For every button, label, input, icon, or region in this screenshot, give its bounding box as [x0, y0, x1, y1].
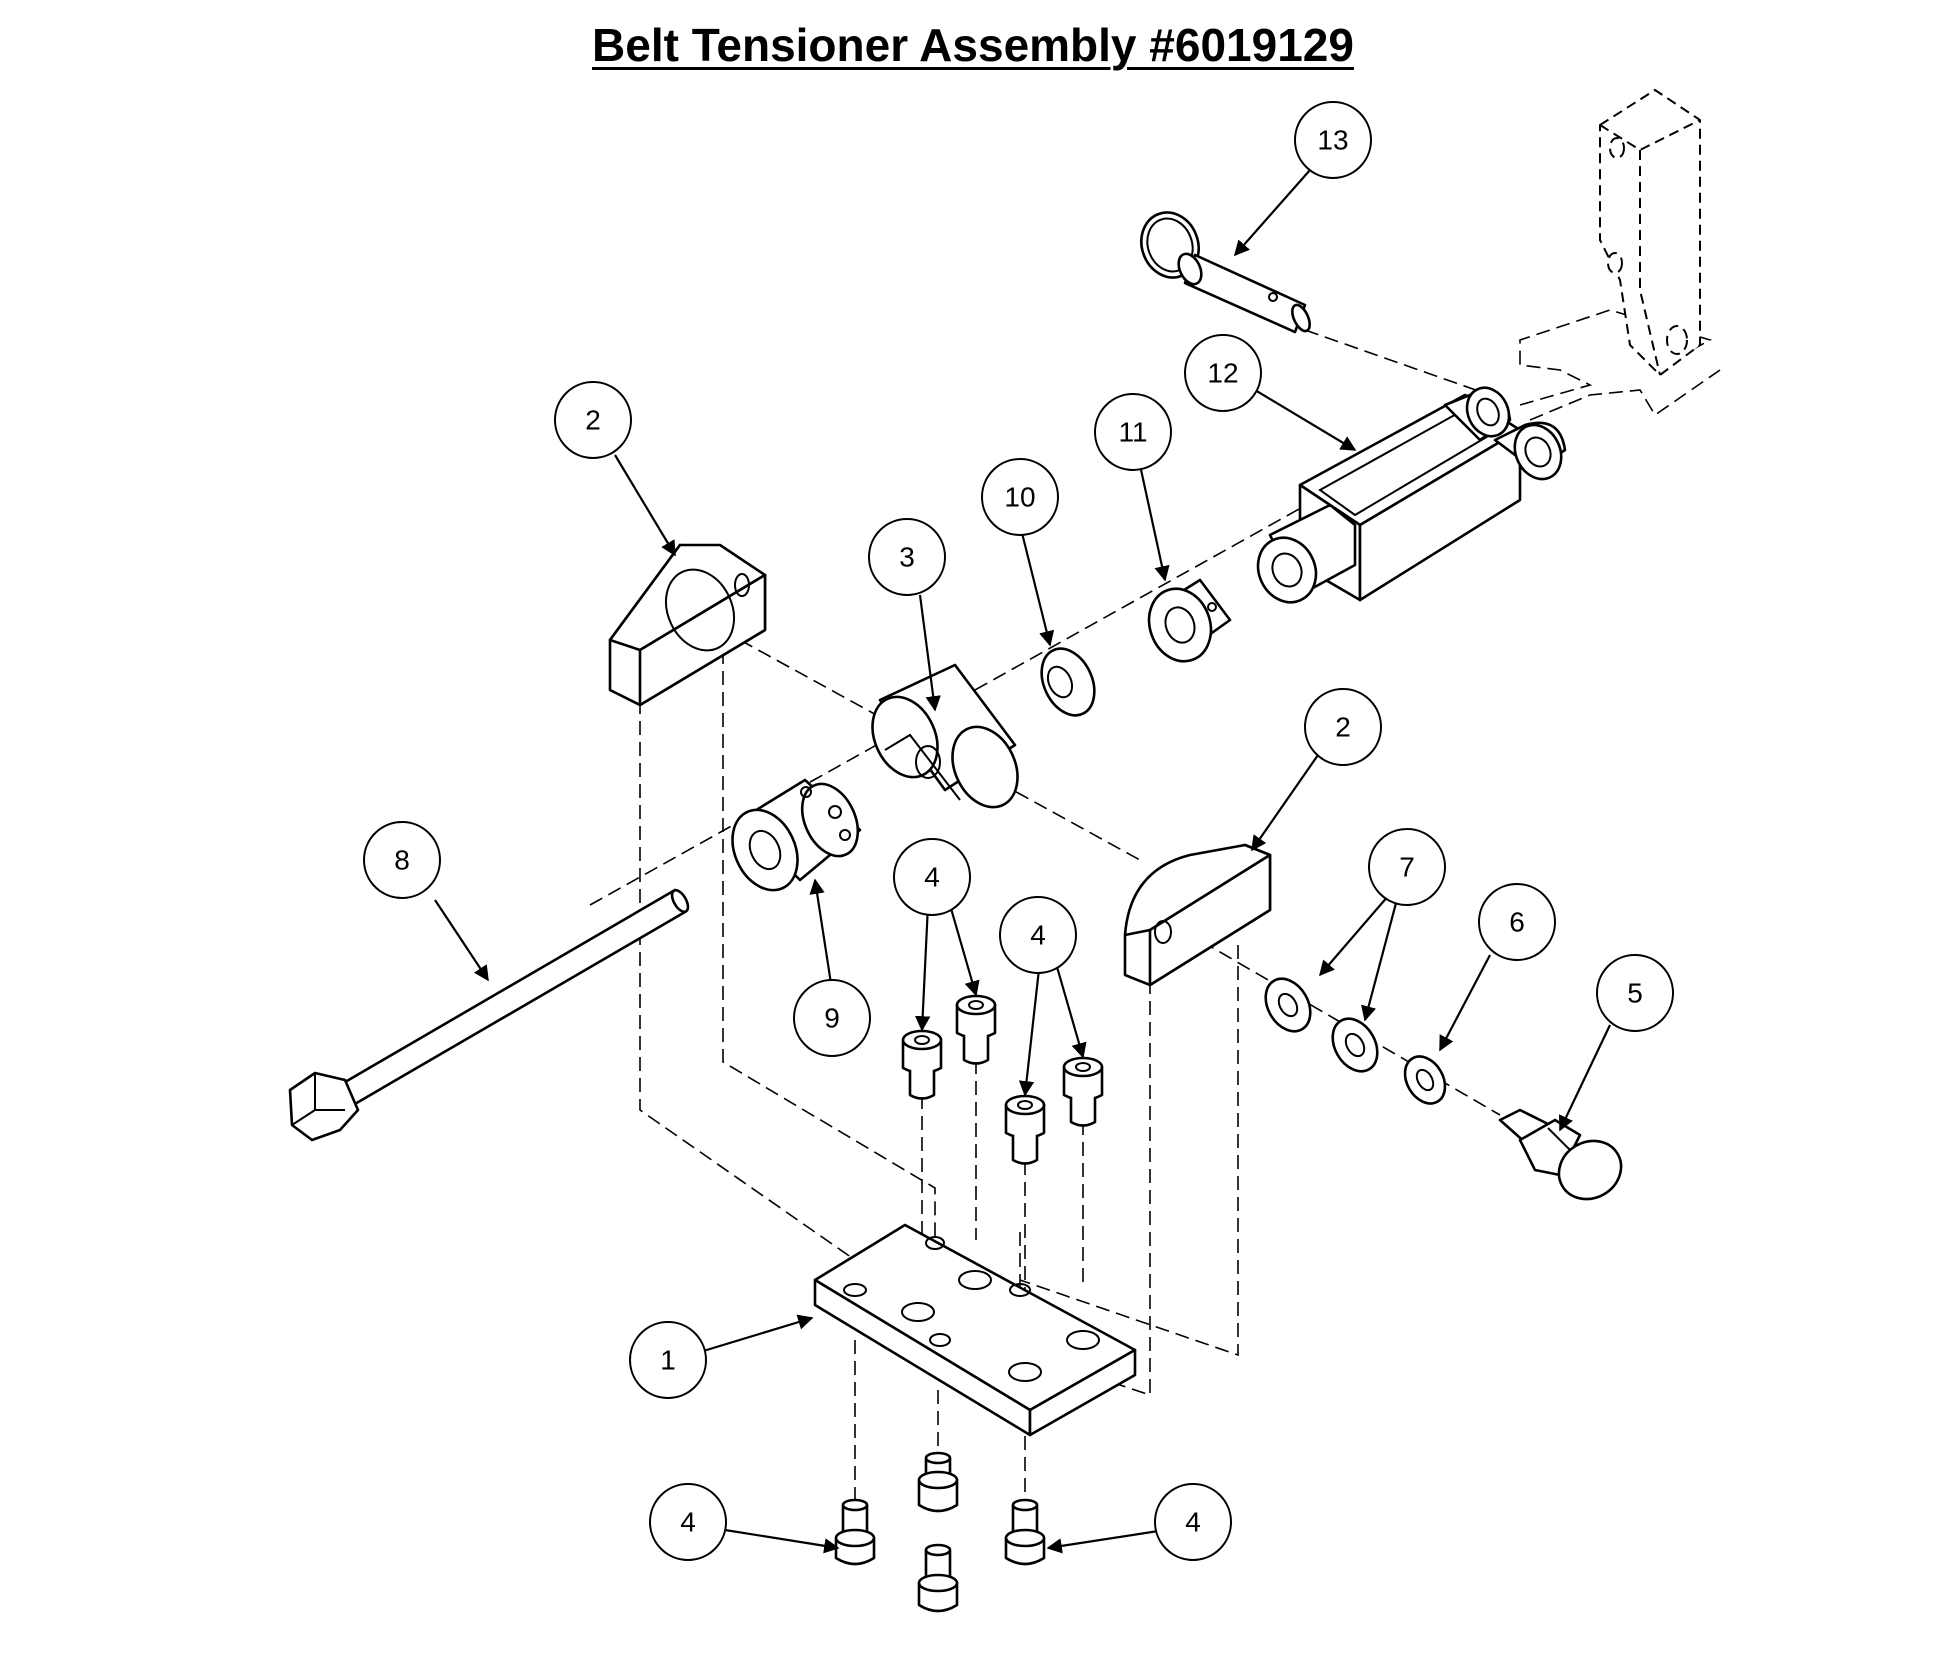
part-12-clevis: [1256, 386, 1567, 604]
svg-text:13: 13: [1317, 125, 1348, 156]
svg-text:3: 3: [899, 542, 915, 573]
svg-text:4: 4: [924, 862, 940, 893]
callout-6: 6: [1478, 883, 1556, 961]
callout-4-d: 4: [1154, 1483, 1232, 1561]
callout-3: 3: [868, 518, 946, 596]
part-2-bracket-upper: [608, 543, 767, 707]
callout-12: 12: [1184, 334, 1262, 412]
callout-4-a: 4: [893, 838, 971, 916]
callout-11: 11: [1094, 393, 1172, 471]
svg-text:10: 10: [1004, 482, 1035, 513]
callout-1: 1: [629, 1321, 707, 1399]
svg-text:4: 4: [1030, 920, 1046, 951]
svg-text:12: 12: [1207, 358, 1238, 389]
part-2-bracket-lower: [1123, 843, 1272, 987]
part-1-base-plate: [813, 1223, 1137, 1437]
part-3-sleeve: [871, 663, 1019, 809]
svg-text:6: 6: [1509, 907, 1525, 938]
svg-text:9: 9: [824, 1003, 840, 1034]
callout-5: 5: [1596, 954, 1674, 1032]
svg-text:4: 4: [1185, 1507, 1201, 1538]
callout-2-lower: 2: [1304, 688, 1382, 766]
callout-8: 8: [363, 821, 441, 899]
part-11-lock-collar: [1147, 578, 1232, 663]
part-7-washers: [1264, 977, 1379, 1073]
callout-10: 10: [981, 458, 1059, 536]
reference-arm: [1599, 88, 1701, 377]
callout-2-upper: 2: [554, 381, 632, 459]
callout-13: 13: [1294, 101, 1372, 179]
callout-7: 7: [1368, 828, 1446, 906]
callout-bubbles: 13 12 11 10 2 3 2 8 9 4 4 7 6 5 1 4 4: [363, 101, 1674, 1561]
part-4-screws-upper: [901, 994, 1104, 1165]
svg-text:1: 1: [660, 1345, 676, 1376]
part-13-ring-pin: [1140, 211, 1311, 334]
callout-4-c: 4: [649, 1483, 727, 1561]
part-6-lock-washer: [1403, 1055, 1447, 1105]
svg-text:2: 2: [585, 405, 601, 436]
part-9-pivot-block: [731, 778, 862, 892]
leader-lines: [434, 169, 1611, 1554]
page-title: Belt Tensioner Assembly #6019129: [592, 19, 1354, 71]
part-8-bolt: [288, 888, 690, 1142]
part-5-index-plunger: [1498, 1108, 1623, 1201]
svg-text:8: 8: [394, 845, 410, 876]
svg-text:11: 11: [1118, 417, 1147, 448]
svg-text:5: 5: [1627, 978, 1643, 1009]
svg-text:4: 4: [680, 1507, 696, 1538]
svg-text:2: 2: [1335, 712, 1351, 743]
svg-text:7: 7: [1399, 852, 1415, 883]
callout-9: 9: [793, 979, 871, 1057]
part-4-screws-bottom: [834, 1451, 1046, 1613]
callout-4-b: 4: [999, 896, 1077, 974]
part-10-washer: [1040, 647, 1096, 717]
